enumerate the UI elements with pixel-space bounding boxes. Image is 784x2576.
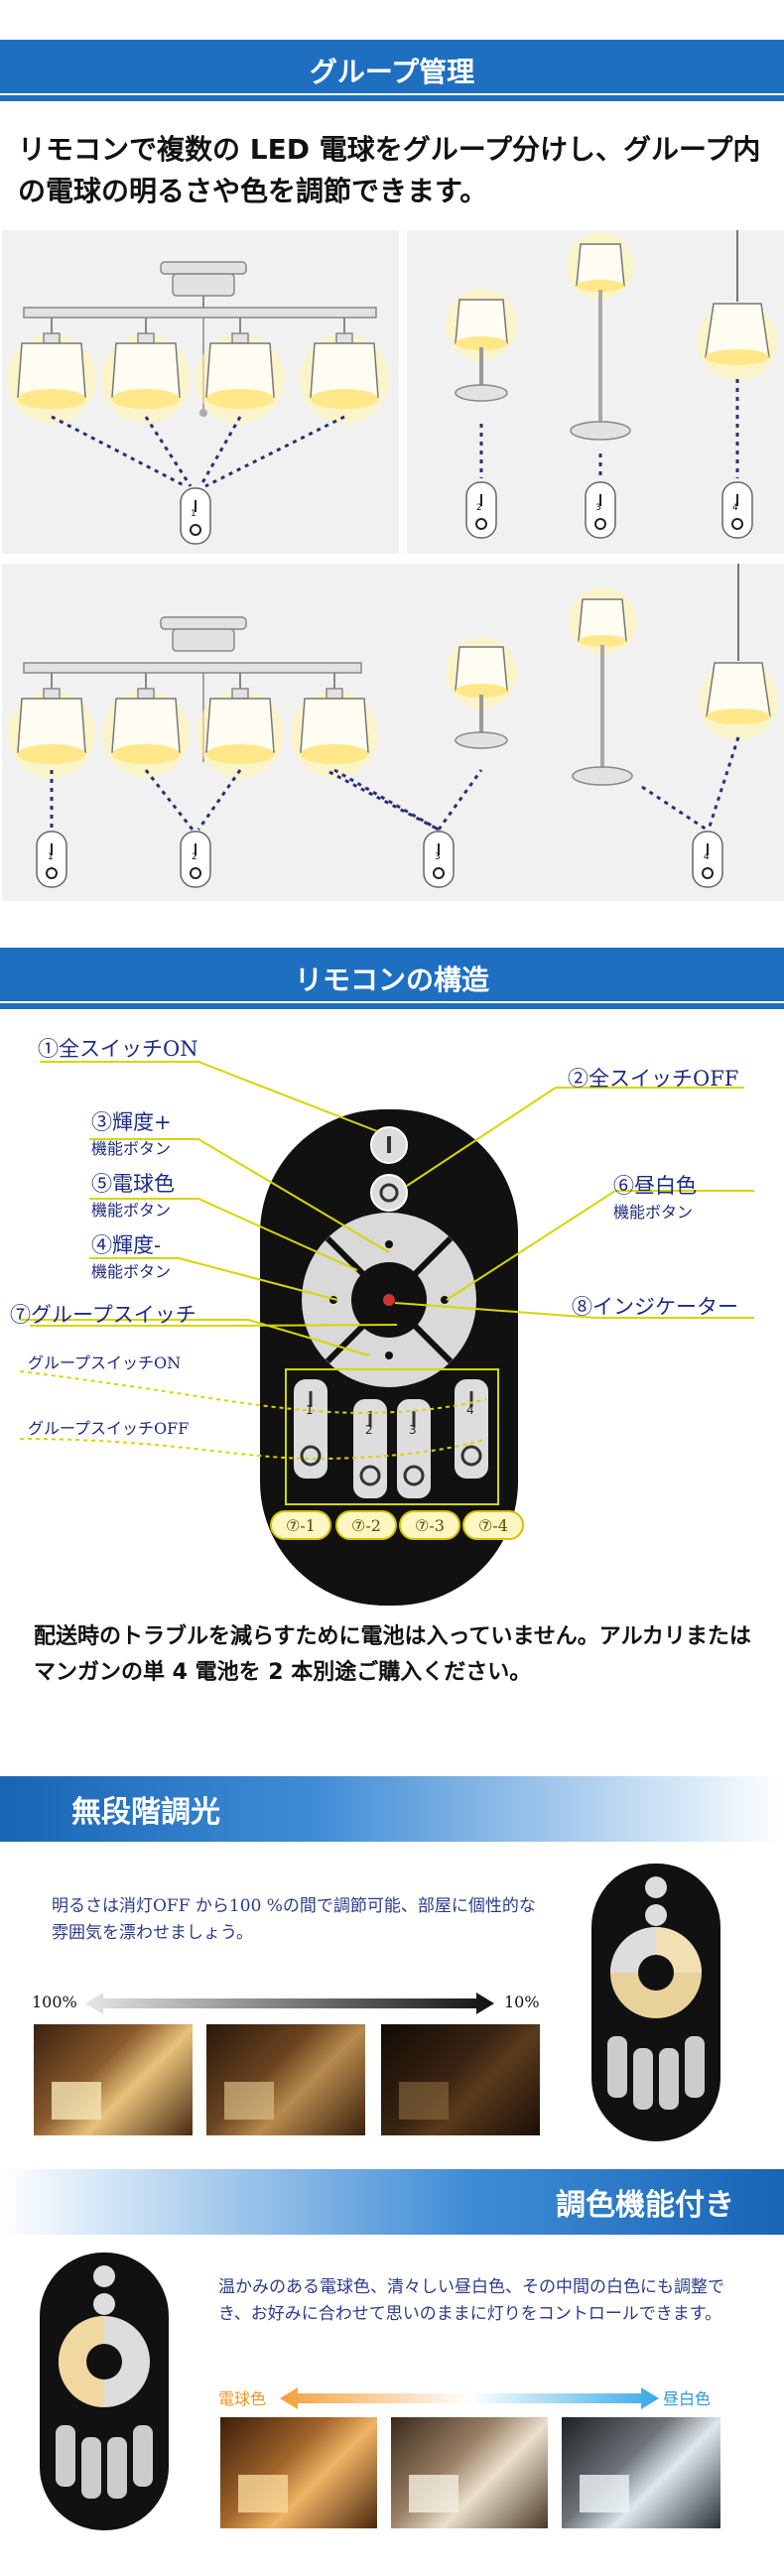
section-title: グループ管理 <box>309 56 475 88</box>
dimming-right-label: 10% <box>504 1993 540 2011</box>
header-stripe <box>0 1001 784 1003</box>
mini-remote-1 <box>180 487 211 545</box>
mini-remote-number: 1 <box>48 852 54 862</box>
label-all-off: ②全スイッチOFF <box>568 1067 739 1091</box>
section-title: 調色機能付き <box>556 2188 734 2223</box>
chip-7-3: ⑦-3 <box>399 1510 460 1540</box>
label-group-on: グループスイッチON <box>28 1353 182 1372</box>
dimming-gradient-arrow <box>85 1993 494 2014</box>
bulb-group-a <box>7 318 389 424</box>
mini-remote-number: 4 <box>732 503 738 513</box>
section-header-dimming: 無段階調光 <box>0 1776 784 1842</box>
label-bright-down-sub: 機能ボタン <box>91 1262 172 1281</box>
chandelier-illustration <box>7 261 389 545</box>
floor-lamp <box>567 232 634 441</box>
color-gradient-arrow <box>280 2387 659 2409</box>
key-number-4: 4 <box>466 1403 474 1417</box>
battery-note: 配送時のトラブルを減らすために電池は入っていません。アルカリまたはマンガンの単 … <box>34 1624 751 1685</box>
mini-remote-number: 4 <box>704 852 710 862</box>
label-all-on: ①全スイッチON <box>38 1037 198 1061</box>
remote-diagram-svg <box>19 1061 754 1606</box>
label-group-switch: ⑦グループスイッチ <box>10 1303 196 1327</box>
key-number-3: 3 <box>409 1423 417 1437</box>
room-photo-dim <box>381 2024 540 2135</box>
section-title: リモコンの構造 <box>294 964 489 996</box>
chip-7-4: ⑦-4 <box>462 1510 524 1540</box>
header-stripe <box>0 93 784 95</box>
label-bright-down: ④輝度- <box>91 1233 162 1257</box>
mini-remote-3 <box>585 481 616 539</box>
group-description: リモコンで複数の LED 電球をグループ分けし、グループ内の電球の明るさや色を調… <box>18 133 761 207</box>
key-number-1: 1 <box>306 1403 314 1417</box>
remote-image-color <box>40 2253 169 2530</box>
label-group-off: グループスイッチOFF <box>28 1419 190 1438</box>
room-photo-mid <box>206 2024 365 2135</box>
section-header-group: グループ管理 <box>0 40 784 101</box>
remote-image-dimming <box>591 1864 720 2141</box>
section-header-color: 調色機能付き <box>0 2169 784 2235</box>
chip-7-2: ⑦-2 <box>335 1510 397 1540</box>
mini-remote-number: 3 <box>595 503 601 513</box>
section-header-structure: リモコンの構造 <box>0 948 784 1009</box>
table-lamp-small <box>446 289 517 402</box>
room-photo-warm <box>220 2417 377 2528</box>
chip-7-1: ⑦-1 <box>270 1510 331 1540</box>
panel-chandelier-single: 1 <box>2 230 399 554</box>
pendant-lamp <box>698 230 777 381</box>
mini-remote-number: 2 <box>192 852 197 862</box>
remote-diagram: ①全スイッチON ②全スイッチOFF ③輝度+ 機能ボタン ⑤電球色 機能ボタン… <box>0 1022 784 1617</box>
mini-remote-number: 2 <box>476 503 482 513</box>
label-daywhite-sub: 機能ボタン <box>613 1203 694 1222</box>
label-bright-up-sub: 機能ボタン <box>91 1139 172 1158</box>
label-indicator: ⑧インジケーター <box>572 1295 738 1319</box>
dimming-text: 明るさは消灯OFF から100 %の間で調節可能、部屋に個性的な雰囲気を漂わせま… <box>52 1896 536 1943</box>
lamps-illustration <box>446 230 777 539</box>
label-bright-up: ③輝度+ <box>91 1110 172 1134</box>
key-number-2: 2 <box>365 1423 373 1437</box>
room-photo-cool <box>562 2417 720 2528</box>
mini-remote-number: 1 <box>191 509 196 519</box>
panel-separate-lamps: 2 3 4 <box>407 230 784 554</box>
mini-remote-number: 3 <box>435 852 441 862</box>
mini-remote-2 <box>465 481 497 539</box>
label-warm-sub: 機能ボタン <box>91 1201 172 1220</box>
section-title: 無段階調光 <box>71 1795 220 1830</box>
label-daywhite: ⑥昼白色 <box>613 1174 697 1198</box>
color-left-label: 電球色 <box>218 2389 267 2408</box>
label-warm: ⑤電球色 <box>91 1172 175 1196</box>
dimming-left-label: 100% <box>32 1993 77 2011</box>
room-photo-bright <box>34 2024 193 2135</box>
room-photo-neutral <box>391 2417 548 2528</box>
color-text: 温かみのある電球色、清々しい昼白色、その中間の白色にも調整でき、お好みに合わせて… <box>218 2277 724 2324</box>
panel-combined-groups: 1 2 3 4 <box>2 564 784 901</box>
mini-remote-4 <box>721 481 753 539</box>
color-right-label: 昼白色 <box>663 2389 712 2408</box>
combined-illustration <box>8 564 778 888</box>
